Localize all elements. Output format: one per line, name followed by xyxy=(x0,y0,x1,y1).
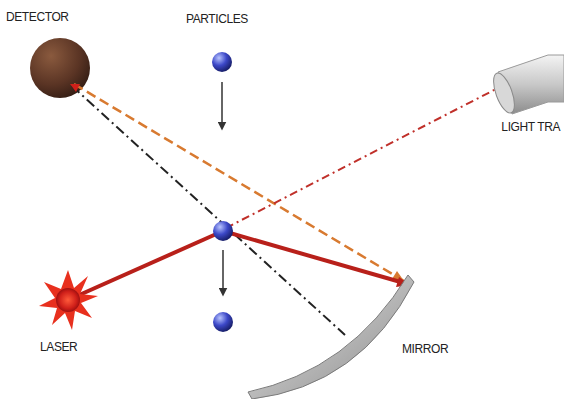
laser-beam xyxy=(68,231,223,300)
detector-head xyxy=(70,84,80,92)
mirror xyxy=(248,275,414,399)
laser xyxy=(39,270,98,330)
part-label: MIRROR xyxy=(402,342,448,356)
part-label: LASER xyxy=(40,340,77,354)
beam-to-trap xyxy=(226,88,498,228)
part-label: DETECTOR xyxy=(6,10,69,24)
scatter-line xyxy=(72,86,345,335)
reflected-line xyxy=(74,84,404,281)
particle xyxy=(213,221,233,241)
laser-beam xyxy=(223,231,404,283)
light-trap xyxy=(489,55,564,115)
part-label: LIGHT TRA xyxy=(501,120,560,134)
part-label: PARTICLES xyxy=(186,12,248,26)
particle xyxy=(212,52,232,72)
flow-arrow xyxy=(222,250,224,292)
particle xyxy=(213,312,233,332)
flow-arrow xyxy=(221,82,223,126)
